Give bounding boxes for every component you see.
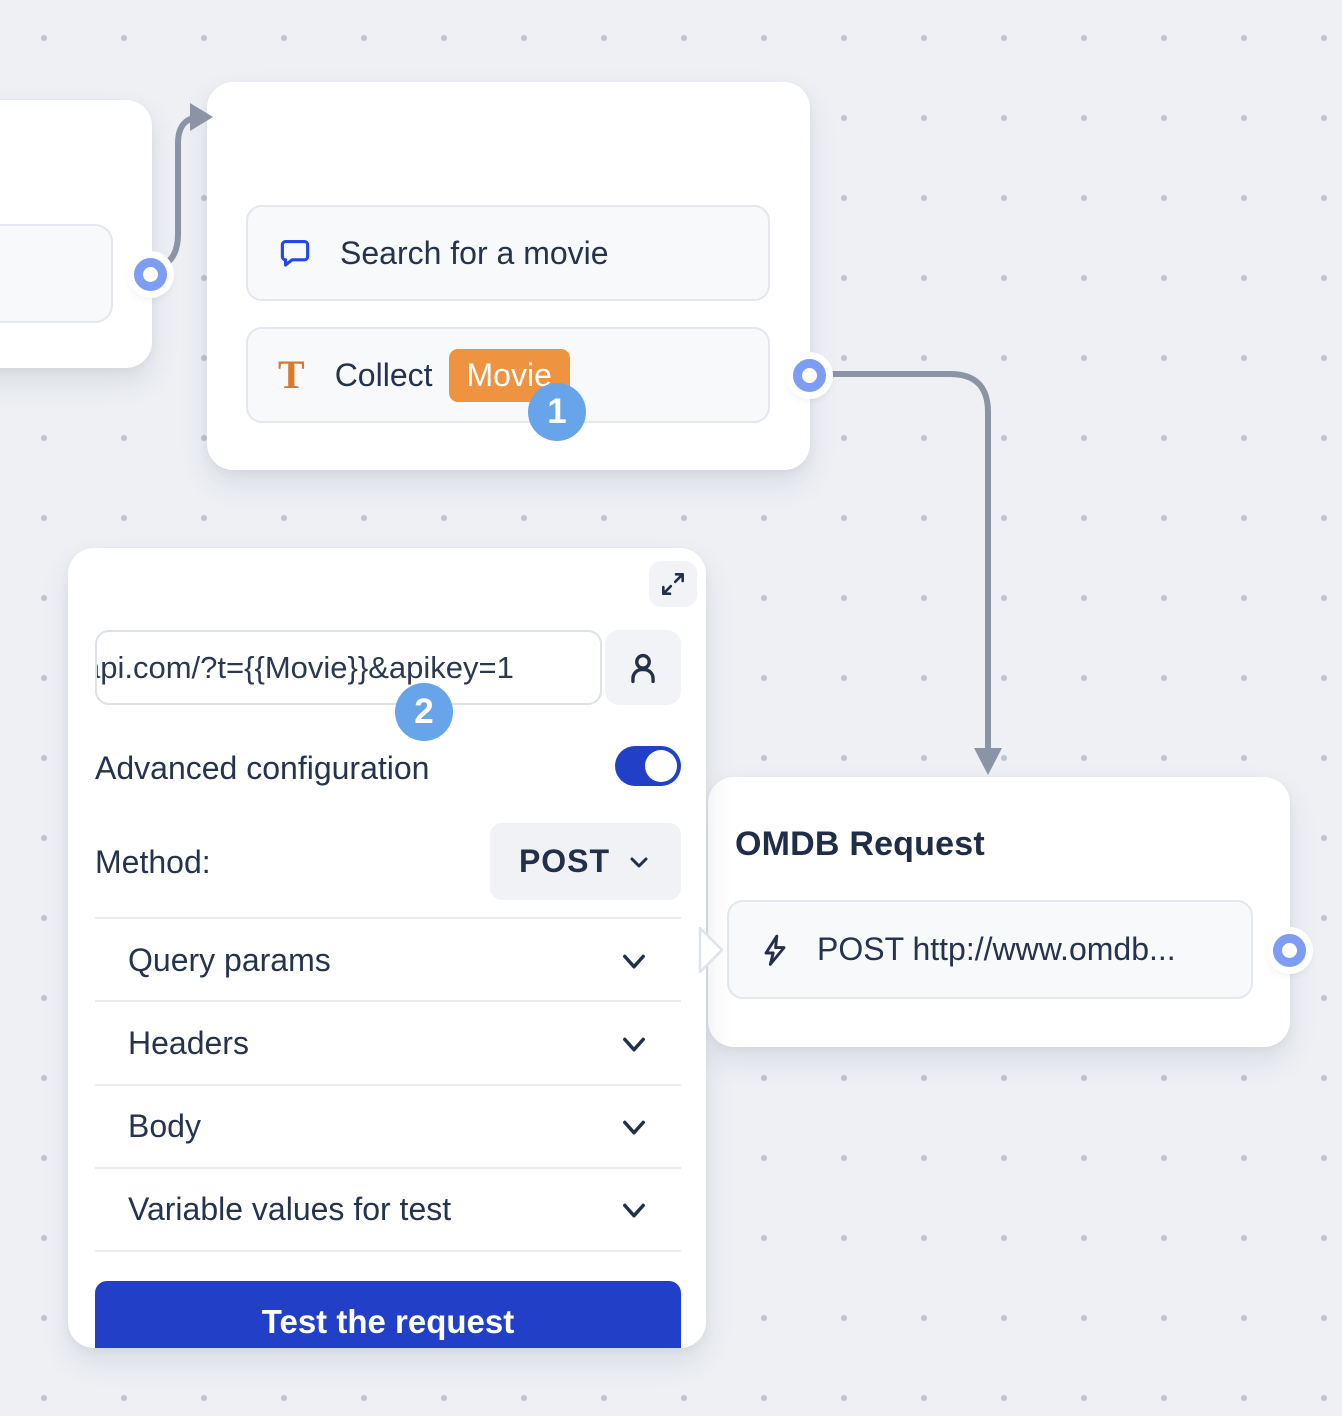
- url-input[interactable]: api.com/?t={{Movie}}&apikey=1: [95, 630, 602, 705]
- method-dropdown[interactable]: POST: [490, 823, 681, 900]
- person-button[interactable]: [605, 630, 681, 705]
- step-badge-1: 1: [528, 383, 586, 441]
- item-label: POST http://www.omdb...: [817, 931, 1176, 967]
- text-T-icon: T: [278, 352, 305, 397]
- url-input-value: api.com/?t={{Movie}}&apikey=1: [95, 649, 514, 685]
- partial-node-item[interactable]: [0, 224, 113, 323]
- connector-movie-search-to-omdb: [824, 371, 991, 750]
- item-search-for-a-movie[interactable]: Search for a movie: [246, 205, 770, 301]
- expand-icon: [662, 573, 684, 595]
- webhook-config-panel: api.com/?t={{Movie}}&apikey=1 Advanced c…: [68, 548, 706, 1348]
- divider: [95, 1167, 681, 1169]
- connector-left-to-movie-search: [153, 114, 203, 273]
- step-badge-2: 2: [395, 683, 453, 741]
- expand-button[interactable]: [649, 561, 697, 607]
- toggle-knob: [645, 750, 677, 782]
- output-port-left-node[interactable]: [134, 258, 167, 291]
- divider: [95, 1084, 681, 1086]
- section-body[interactable]: Body: [128, 1108, 201, 1144]
- chevron-down-icon[interactable]: [619, 946, 649, 976]
- lightning-bolt-icon: [764, 934, 786, 966]
- output-port-movie-search[interactable]: [793, 359, 826, 392]
- section-query-params[interactable]: Query params: [128, 942, 331, 978]
- item-omdb-post-request[interactable]: POST http://www.omdb...: [727, 900, 1253, 999]
- section-headers[interactable]: Headers: [128, 1025, 249, 1061]
- test-button-label: Test the request: [261, 1303, 515, 1340]
- node-title-omdb-request: OMDB Request: [735, 825, 985, 863]
- method-label: Method:: [95, 844, 211, 880]
- divider: [95, 917, 681, 919]
- divider: [95, 1250, 681, 1252]
- divider: [95, 1000, 681, 1002]
- node-omdb-request[interactable]: OMDB Request POST http://www.omdb...: [708, 777, 1290, 1047]
- test-the-request-button[interactable]: Test the request: [95, 1281, 681, 1348]
- partial-node-card[interactable]: [0, 100, 152, 368]
- method-value: POST: [518, 843, 611, 879]
- item-label: Collect: [334, 356, 433, 393]
- chevron-down-icon[interactable]: [619, 1195, 649, 1225]
- advanced-configuration-toggle[interactable]: [615, 746, 681, 786]
- person-icon: [631, 653, 655, 683]
- node-movie-search[interactable]: Movie search Search for a movie T Collec…: [207, 82, 810, 470]
- output-port-omdb-request[interactable]: [1273, 934, 1306, 967]
- item-collect-movie[interactable]: T Collect Movie: [246, 327, 770, 423]
- advanced-configuration-label: Advanced configuration: [95, 750, 430, 786]
- item-label: Search for a movie: [340, 234, 609, 271]
- chevron-down-icon[interactable]: [619, 1029, 649, 1059]
- chevron-down-icon: [630, 857, 648, 867]
- chat-bubble-icon: [280, 240, 310, 267]
- chevron-down-icon[interactable]: [619, 1112, 649, 1142]
- arrowhead-down-icon: [974, 748, 1002, 775]
- section-variable-values[interactable]: Variable values for test: [128, 1191, 452, 1227]
